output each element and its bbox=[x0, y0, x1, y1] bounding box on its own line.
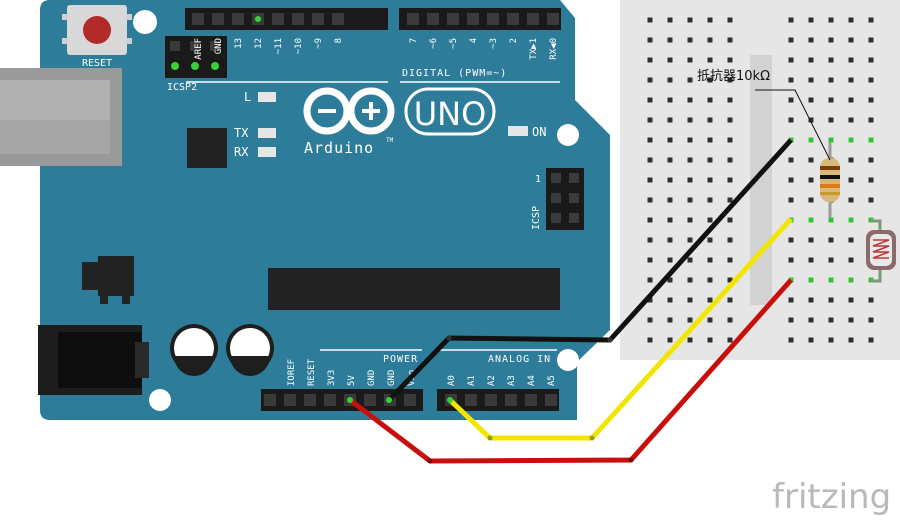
mount-hole bbox=[557, 349, 579, 371]
analog-pin-label: A0 bbox=[447, 375, 457, 386]
resistor-label-leader bbox=[755, 89, 831, 161]
wire-red-5v bbox=[348, 278, 793, 464]
digital-pin-label: 2 bbox=[509, 38, 519, 43]
analog-pin-label: A3 bbox=[507, 375, 517, 386]
digital-pin-label: TX▶1 bbox=[529, 38, 539, 60]
digital-pin-label: ~11 bbox=[274, 38, 284, 54]
digital-pin-label: ~9 bbox=[314, 38, 324, 49]
photoresistor bbox=[866, 219, 896, 283]
uno-model: UNO bbox=[414, 95, 487, 133]
capacitor-left bbox=[170, 324, 218, 376]
breadboard bbox=[620, 0, 900, 360]
icsp2-header bbox=[165, 36, 227, 78]
power-pin-label: 5V bbox=[347, 375, 357, 386]
analog-header bbox=[437, 389, 559, 411]
wire-yellow-a0 bbox=[448, 217, 793, 441]
power-pin-label: RESET bbox=[307, 358, 317, 386]
digital-pin-label: 13 bbox=[234, 38, 244, 49]
usb-connector bbox=[0, 68, 122, 166]
power-pin-label: 3V3 bbox=[327, 370, 337, 386]
digital-pin-label: 4 bbox=[469, 38, 479, 43]
fritzing-logo: fritzing bbox=[772, 477, 891, 517]
resistor bbox=[820, 142, 840, 218]
digital-pin-labels: AREF GND 13 12 ~11 ~10 ~9 8 7 ~6 ~5 4 ~3 2 TX▶1 RX◀0 bbox=[194, 38, 559, 60]
digital-pin-label: AREF bbox=[194, 38, 204, 60]
digital-pin-label: 8 bbox=[334, 38, 344, 43]
power-jack bbox=[38, 325, 149, 395]
arduino-uno-board: RESET ICSP2 bbox=[0, 0, 610, 420]
voltage-regulator bbox=[82, 256, 134, 304]
digital-pin-label: ~3 bbox=[489, 38, 499, 49]
led-tx bbox=[258, 128, 276, 138]
analog-pin-label: A5 bbox=[547, 375, 557, 386]
icsp2-label: ICSP2 bbox=[167, 82, 197, 93]
led-l-label: L bbox=[244, 90, 251, 104]
mount-hole bbox=[133, 10, 157, 34]
analog-label: ANALOG IN bbox=[488, 354, 551, 365]
power-label: POWER bbox=[383, 354, 418, 365]
digital-pin-label: RX◀0 bbox=[549, 38, 559, 60]
mount-hole bbox=[149, 389, 171, 411]
digital-header bbox=[185, 8, 561, 30]
digital-pin-label: 12 bbox=[254, 38, 264, 49]
digital-pin-label: ~10 bbox=[294, 38, 304, 54]
led-rx bbox=[258, 147, 276, 157]
analog-pin-label: A4 bbox=[527, 375, 537, 386]
analog-pin-label: A2 bbox=[487, 375, 497, 386]
arduino-logo-icon bbox=[303, 87, 395, 135]
resistor-label: 抵抗器10kΩ bbox=[697, 69, 770, 84]
atmega-chip bbox=[268, 268, 560, 310]
led-l bbox=[258, 92, 276, 102]
power-pin-label: GND bbox=[387, 370, 397, 386]
digital-pin-label: ~5 bbox=[449, 38, 459, 49]
icsp-header bbox=[546, 168, 584, 230]
mount-hole bbox=[557, 124, 579, 146]
digital-pin-label: 7 bbox=[409, 38, 419, 43]
usb-chip bbox=[187, 128, 227, 168]
power-pin-label: IOREF bbox=[287, 359, 297, 386]
reset-button[interactable] bbox=[62, 5, 132, 55]
capacitor-right bbox=[226, 324, 274, 376]
digital-pin-label: ~6 bbox=[429, 38, 439, 49]
breadboard-holes bbox=[647, 17, 874, 343]
power-pin-label: GND bbox=[367, 370, 377, 386]
led-on bbox=[508, 126, 528, 136]
icsp-label: ICSP bbox=[531, 206, 542, 230]
power-header bbox=[261, 389, 423, 411]
reset-label: RESET bbox=[82, 58, 112, 69]
wire-black-gnd bbox=[387, 138, 793, 402]
led-on-label: ON bbox=[532, 125, 546, 139]
led-tx-label: TX bbox=[234, 126, 249, 140]
digital-pin-label: GND bbox=[214, 38, 224, 54]
analog-pin-labels: A0 A1 A2 A3 A4 A5 bbox=[447, 375, 557, 386]
trademark: TM bbox=[386, 137, 394, 144]
arduino-logo-text: Arduino bbox=[304, 139, 374, 157]
analog-pin-label: A1 bbox=[467, 375, 477, 386]
uno-badge bbox=[404, 87, 496, 136]
digital-label: DIGITAL (PWM=~) bbox=[402, 68, 507, 79]
led-rx-label: RX bbox=[234, 145, 249, 159]
icsp-pin1: 1 bbox=[535, 174, 541, 185]
